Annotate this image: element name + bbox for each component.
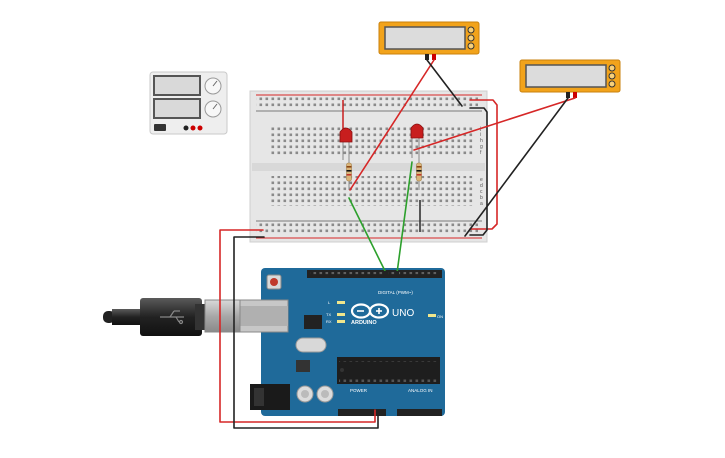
terminal-strip-top[interactable]: [270, 125, 474, 155]
rail-bottom-holes[interactable]: [256, 223, 478, 235]
multimeter-top-display: [384, 26, 466, 50]
label-l: L: [328, 300, 331, 305]
power-supply[interactable]: [149, 71, 228, 135]
power-supply-display-top: [153, 75, 201, 96]
arduino-model: UNO: [392, 308, 414, 319]
label-tx: TX: [326, 312, 331, 317]
terminal-red-2[interactable]: [197, 125, 203, 131]
row-letter-a: a: [480, 201, 483, 207]
pin-dig-end-1[interactable]: [384, 271, 388, 276]
multimeter-top-jack-3[interactable]: [467, 42, 475, 50]
resistor-right[interactable]: [416, 156, 422, 190]
label-rx: RX: [326, 319, 332, 324]
wire-meter-right-red[interactable]: [413, 97, 576, 151]
rail-top-holes[interactable]: [256, 97, 478, 109]
multimeter-top-jack-1[interactable]: [467, 26, 475, 34]
multimeter-right[interactable]: [519, 59, 621, 98]
multimeter-right-jack-2[interactable]: [608, 72, 616, 80]
label-on: ON: [437, 314, 443, 319]
led-left[interactable]: [339, 100, 353, 160]
digital-label: DIGITAL (PWM~): [378, 290, 413, 295]
row-letter-b: b: [480, 195, 483, 201]
wire-5v-red[interactable]: [219, 229, 376, 423]
terminal-black[interactable]: [183, 125, 189, 131]
resistor-left[interactable]: [346, 158, 352, 190]
power-supply-display-bottom: [153, 98, 201, 119]
row-letter-f: f: [480, 150, 482, 156]
row-letter-h: h: [480, 138, 483, 144]
led-on: [428, 314, 436, 317]
breadboard[interactable]: j i h g f e d c b a: [249, 90, 488, 243]
wire-rail-black-right[interactable]: [469, 107, 488, 236]
wire-meter-right-black[interactable]: [464, 97, 569, 237]
wire-green-right[interactable]: [396, 161, 413, 274]
analog-label: ANALOG IN: [408, 388, 433, 393]
multimeter-top-jack-2[interactable]: [467, 34, 475, 42]
row-letter-i: i: [480, 132, 481, 138]
led-rx: [337, 320, 345, 323]
multimeter-top[interactable]: [378, 21, 480, 60]
usb-cable[interactable]: [103, 298, 241, 336]
wire-meter-top-black[interactable]: [426, 59, 463, 107]
voltage-regulator: [296, 360, 310, 372]
row-letter-e: e: [480, 177, 483, 183]
multimeter-right-jack-3[interactable]: [608, 80, 616, 88]
led-l: [337, 301, 345, 304]
wire-green-left[interactable]: [348, 197, 387, 274]
led-right[interactable]: [410, 123, 424, 158]
usb-symbol-icon: [160, 310, 184, 325]
row-letter-d: d: [480, 183, 483, 189]
row-letter-g: g: [480, 144, 483, 150]
pin-dig-end-2[interactable]: [395, 271, 399, 276]
usb-chip: [304, 315, 322, 329]
multimeter-right-display: [525, 64, 607, 88]
terminal-strip-bottom[interactable]: [270, 176, 474, 206]
crystal: [295, 337, 327, 353]
power-label: POWER: [350, 388, 368, 393]
led-tx: [337, 313, 345, 316]
power-switch[interactable]: [154, 124, 166, 131]
wire-rail-red-right[interactable]: [469, 99, 498, 230]
center-channel: [252, 163, 485, 171]
row-letter-c: c: [480, 189, 483, 195]
multimeter-right-jack-1[interactable]: [608, 64, 616, 72]
terminal-red[interactable]: [190, 125, 196, 131]
wire-gnd-black[interactable]: [233, 236, 379, 429]
arduino-logo-icon: [350, 303, 390, 319]
wire-meter-top-red[interactable]: [349, 59, 435, 191]
wires[interactable]: [219, 59, 576, 429]
arduino-brand: ARDUINO: [351, 320, 377, 326]
power-header[interactable]: [338, 409, 386, 416]
analog-header[interactable]: [397, 409, 442, 416]
arduino-uno[interactable]: L TX RX ON ARDUINO UNO DIGITAL (PWM~): [237, 268, 445, 416]
